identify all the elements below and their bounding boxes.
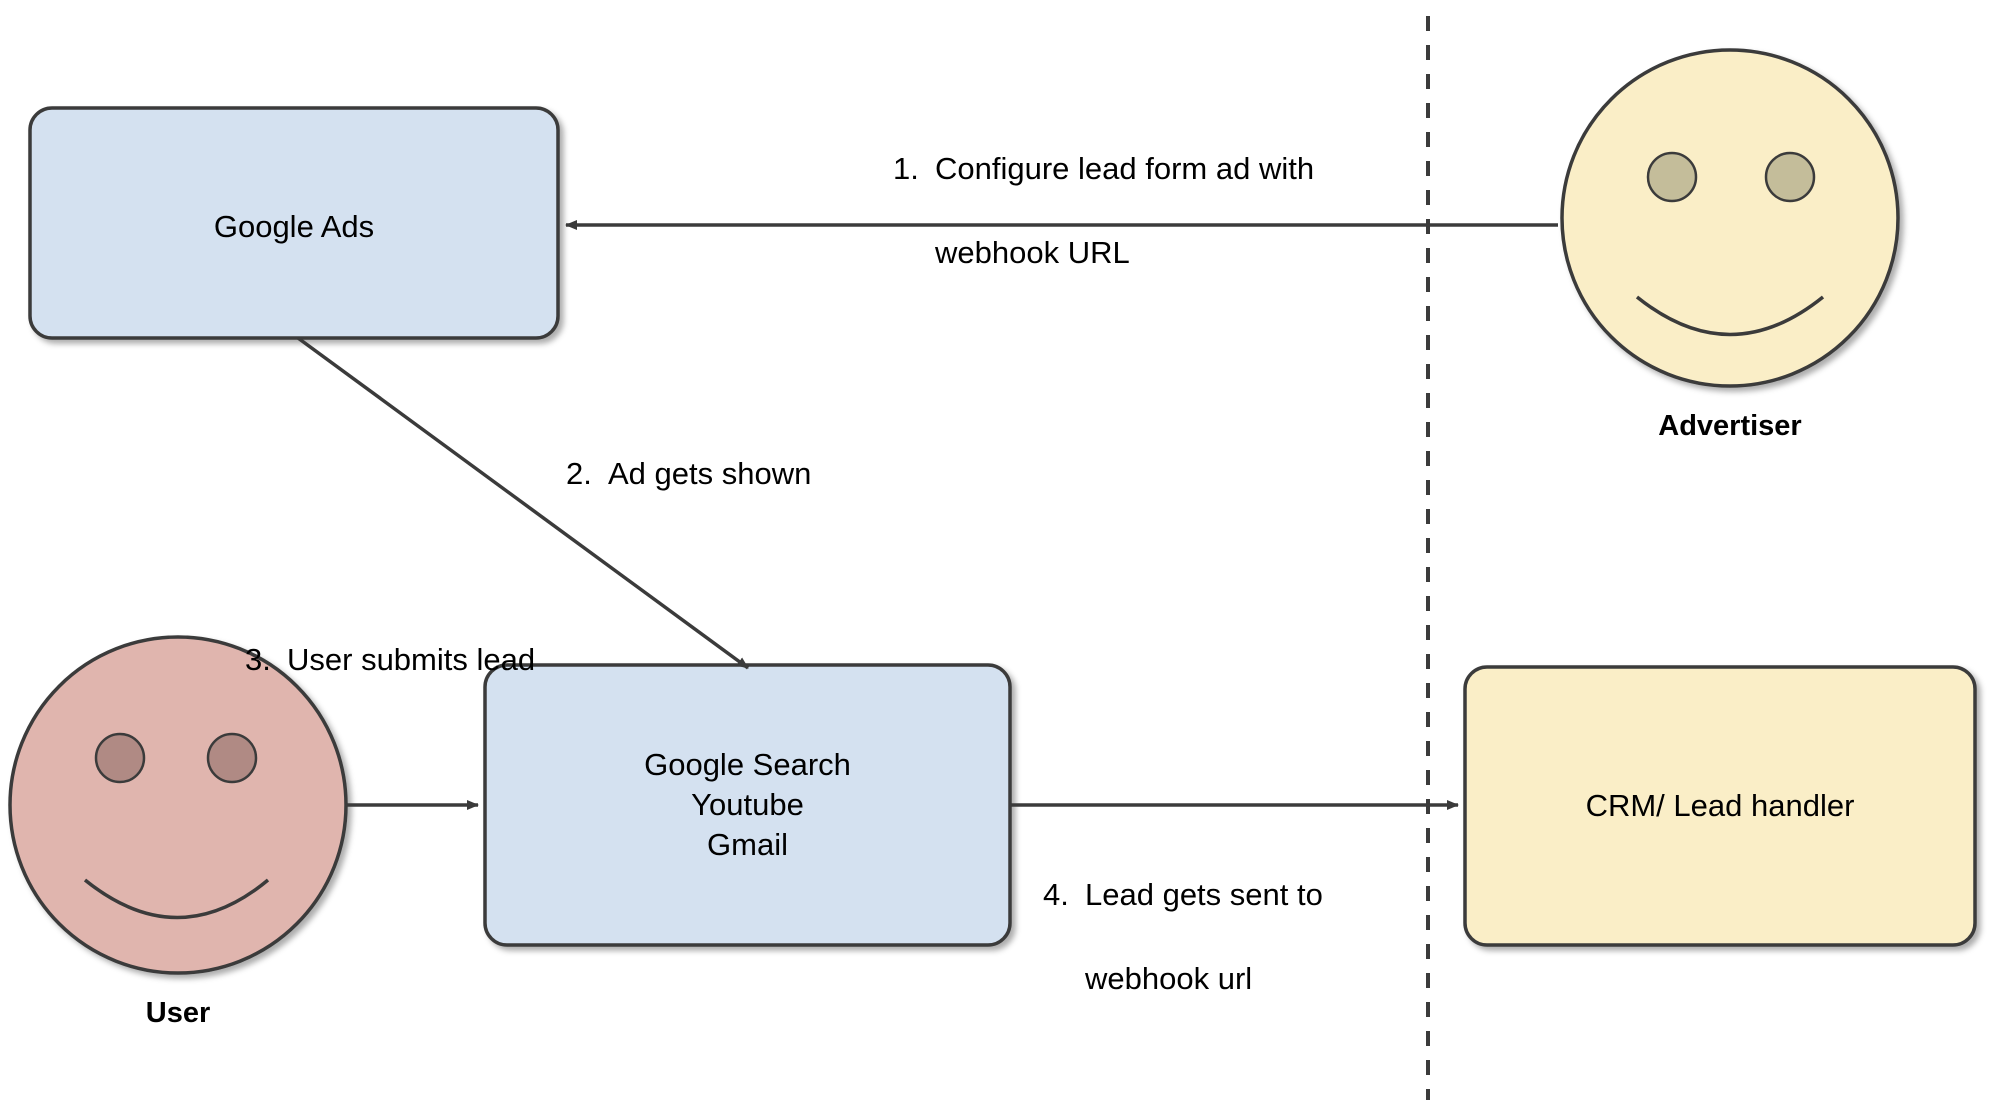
- edge-label-step-2-number: 2.: [566, 456, 592, 491]
- edge-label-step-2: 2. Ad gets shown: [566, 411, 986, 495]
- node-google-properties[interactable]: [483, 663, 1012, 947]
- node-crm[interactable]: [1463, 665, 1977, 947]
- advertiser-smile-icon: [1635, 295, 1825, 337]
- user-right-eye-icon: [206, 732, 258, 784]
- advertiser-caption: Advertiser: [1658, 410, 1802, 442]
- edge-label-step-1-line2: webhook URL: [935, 235, 1130, 270]
- node-google-ads[interactable]: [28, 106, 560, 340]
- edge-label-step-2-line1: Ad gets shown: [608, 456, 812, 491]
- advertiser-left-eye-icon: [1646, 151, 1698, 203]
- node-user[interactable]: [8, 635, 348, 975]
- user-face-icon: [8, 635, 348, 975]
- edge-label-step-1-number: 1.: [893, 151, 919, 186]
- node-advertiser[interactable]: [1560, 48, 1900, 388]
- edge-label-step-3-line1: User submits lead: [287, 642, 536, 677]
- edge-label-step-1: 1. Configure lead form ad with webhook UR…: [893, 106, 1393, 274]
- edge-label-step-1-line1: Configure lead form ad with: [935, 151, 1315, 186]
- edge-label-step-4-line1: Lead gets sent to: [1085, 877, 1323, 912]
- edge-label-step-3: 3. User submits lead: [245, 597, 665, 681]
- edge-label-step-4-number: 4.: [1043, 877, 1069, 912]
- edge-label-step-4: 4. Lead gets sent to webhook url: [1043, 832, 1443, 1000]
- user-left-eye-icon: [94, 732, 146, 784]
- user-smile-icon: [83, 878, 270, 920]
- advertiser-right-eye-icon: [1764, 151, 1816, 203]
- edge-label-step-3-number: 3.: [245, 642, 271, 677]
- edge-google-ads-to-properties[interactable]: [296, 336, 750, 670]
- user-caption: User: [145, 997, 211, 1029]
- edge-label-step-4-line2: webhook url: [1085, 961, 1253, 996]
